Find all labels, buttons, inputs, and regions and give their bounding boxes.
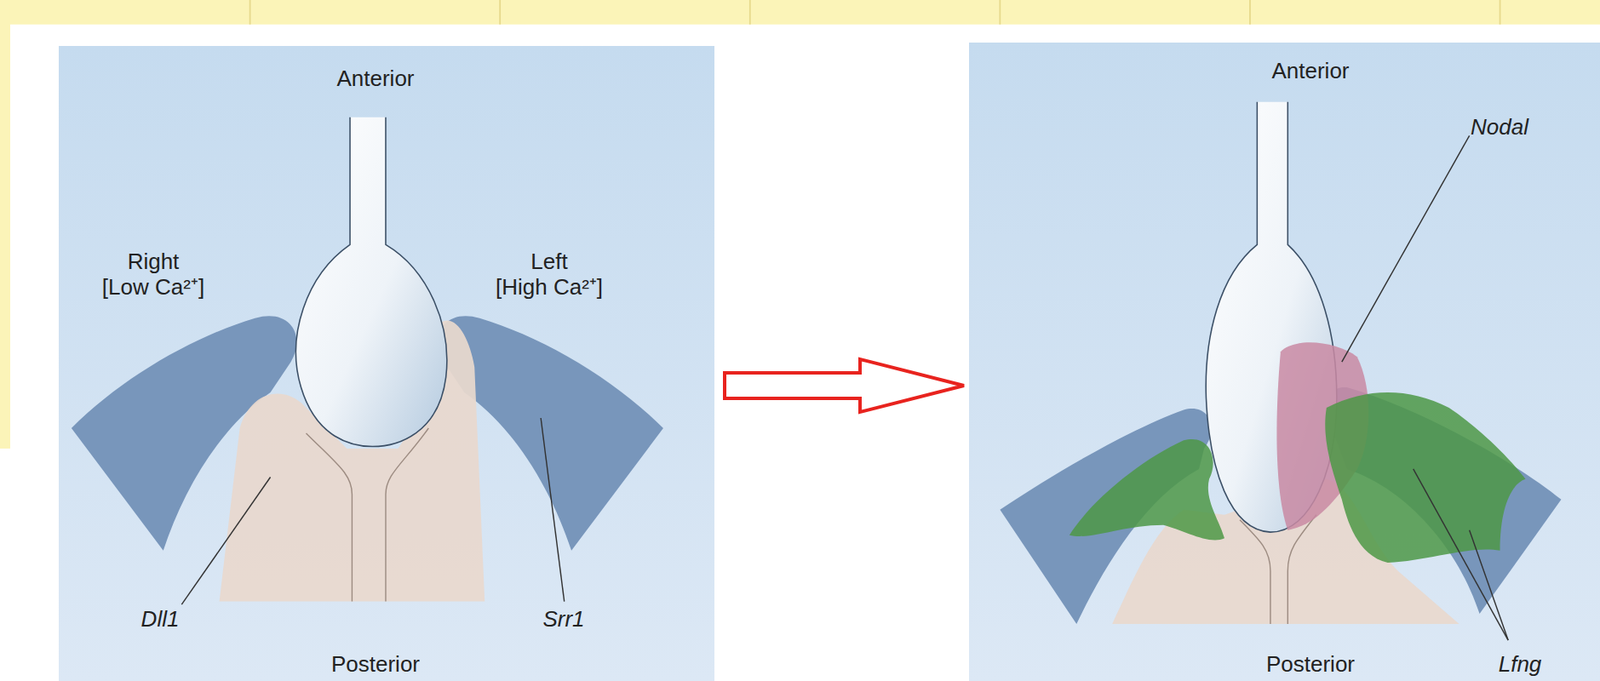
gene-label: Nodal bbox=[1470, 114, 1529, 141]
block-arrow bbox=[724, 359, 964, 413]
axis-label: Right [Low Ca²⁺] bbox=[102, 249, 205, 301]
axis-label: Anterior bbox=[336, 66, 414, 92]
embryo-panel: AnteriorNodalLfng Posterior bbox=[969, 42, 1600, 681]
gene-label: Lfng bbox=[1498, 652, 1543, 678]
axis-label: Left [High Ca²⁺] bbox=[495, 249, 603, 301]
axis-label: Posterior bbox=[331, 652, 420, 678]
axis-label: Posterior bbox=[1266, 652, 1355, 678]
axis-label: Anterior bbox=[1271, 58, 1349, 85]
gene-label: Dll1 bbox=[141, 607, 180, 633]
gene-label: Srr1 bbox=[542, 607, 585, 633]
embryo-panel: AnteriorRight [Low Ca²⁺] Left [High Ca²⁺]… bbox=[58, 45, 715, 681]
